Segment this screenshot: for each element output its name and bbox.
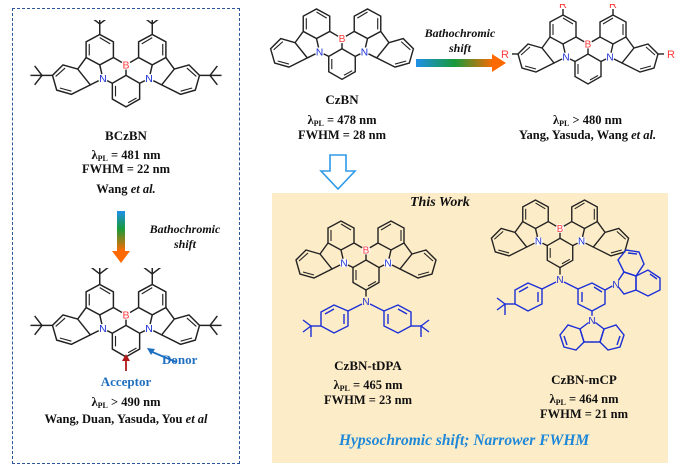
lambda-value: = 465 nm <box>349 378 403 392</box>
authors-text: Wang <box>96 182 131 196</box>
czbn-tdpa-name: CzBN-tDPA <box>334 358 402 373</box>
r-group-label: R <box>501 49 509 61</box>
lambda-value: > 480 nm <box>569 113 623 127</box>
lambda-subscript: PL <box>313 119 324 128</box>
czbn-fwhm: FWHM = 28 nm <box>297 128 387 142</box>
bczbn-lambda: λPL = 481 nm <box>12 148 240 166</box>
bczbn-donor-acceptor-structure <box>29 268 223 371</box>
czbn-name: CzBN <box>325 92 359 107</box>
czbn-mcp-name: CzBN-mCP <box>551 372 617 387</box>
lambda-subscript: PL <box>97 401 108 410</box>
nitrogen-atom-label: N <box>362 297 369 308</box>
etal-text: et al. <box>631 128 657 142</box>
acceptor-label: Acceptor <box>100 374 152 389</box>
lambda-value: > 490 nm <box>107 395 161 409</box>
shift-label-line2: shift <box>448 41 471 55</box>
bottom-lambda: λPL > 490 nm <box>12 395 240 413</box>
bczbn-name: BCzBN <box>105 128 147 143</box>
lambda-symbol: λ <box>549 392 556 406</box>
bottom-authors: Wang, Duan, Yasuda, You et al <box>12 412 240 427</box>
nitrogen-atom-label: N <box>612 280 619 291</box>
r-group-label: R <box>667 49 675 61</box>
czbn-mcp-lambda: λPL = 464 nm <box>500 392 668 410</box>
etal-text: et al <box>185 412 208 426</box>
czbn-tdpa-fwhm: FWHM = 23 nm <box>323 393 413 407</box>
etal-text: et al. <box>130 182 156 196</box>
czbn-lambda: λPL = 478 nm <box>262 113 422 131</box>
authors-text: Wang, Duan, Yasuda, You <box>44 412 186 426</box>
lambda-subscript: PL <box>555 398 566 407</box>
donor-label: Donor <box>162 352 198 367</box>
bathochromic-arrow-right-icon <box>416 54 506 72</box>
nitrogen-atom-label: N <box>556 275 563 286</box>
lambda-subscript: PL <box>97 154 108 163</box>
bczbn-authors: Wang et al. <box>12 182 240 197</box>
czbn-mcp-fwhm: FWHM = 21 nm <box>539 407 629 421</box>
shift-label-line1: Bathochromic <box>149 222 221 236</box>
shift-label-line2: shift <box>173 237 196 251</box>
lambda-symbol: λ <box>333 378 340 392</box>
top-shift-label: Bathochromic shift <box>410 26 510 56</box>
r-substituted-lambda: λPL > 480 nm <box>500 113 675 131</box>
shift-label-line1: Bathochromic <box>424 26 496 40</box>
donor-arrow-icon <box>149 350 177 363</box>
this-work-title: This Work <box>410 195 470 210</box>
lambda-value: = 478 nm <box>323 113 377 127</box>
bczbn-structure <box>29 20 223 108</box>
bczbn-fwhm: FWHM = 22 nm <box>81 162 171 176</box>
left-shift-label: Bathochromic shift <box>135 222 235 252</box>
lambda-symbol: λ <box>91 395 98 409</box>
r-group-label: R <box>609 4 617 11</box>
czbn-tdpa-structure: N <box>295 220 437 337</box>
this-work-summary: Hypsochromic shift; Narrower FWHM <box>339 432 590 449</box>
lambda-symbol: λ <box>307 113 314 127</box>
lambda-subscript: PL <box>339 384 350 393</box>
lambda-value: = 481 nm <box>107 148 161 162</box>
bathochromic-arrow-down-icon <box>112 211 130 263</box>
authors-text: Yang, Yasuda, Wang <box>518 128 632 142</box>
nitrogen-atom-label: N <box>588 316 595 327</box>
lambda-symbol: λ <box>91 148 98 162</box>
czbn-tdpa-lambda: λPL = 465 nm <box>278 378 458 396</box>
lambda-value: = 464 nm <box>565 392 619 406</box>
lambda-subscript: PL <box>559 119 570 128</box>
prior-work-panel <box>12 8 240 464</box>
r-substituted-authors: Yang, Yasuda, Wang et al. <box>500 128 675 143</box>
hollow-down-arrow-icon <box>319 154 357 190</box>
czbn-mcp-structure: N N N <box>490 199 661 351</box>
r-substituted-czbn-structure: R R R R <box>501 4 675 85</box>
r-group-label: R <box>559 4 567 11</box>
lambda-symbol: λ <box>553 113 560 127</box>
czbn-structure <box>269 8 415 81</box>
